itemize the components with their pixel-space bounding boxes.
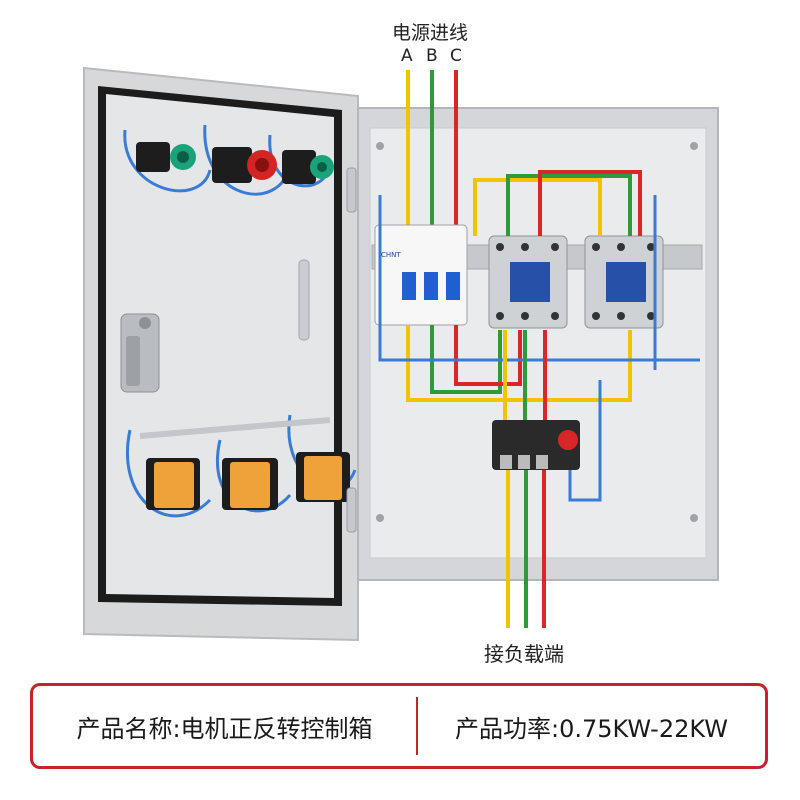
phase-b-label: B (426, 46, 438, 66)
phase-a-label: A (401, 46, 413, 66)
internal-wiring (378, 170, 700, 502)
overload-relay (492, 420, 580, 470)
power-inlet-label: 电源进线 (391, 22, 468, 44)
product-name: 产品名称:电机正反转控制箱 (76, 714, 373, 743)
product-power: 产品功率:0.75KW-22KW (455, 714, 728, 743)
contactor-forward (488, 235, 568, 329)
indicator-lamp-icon (123, 124, 334, 196)
incoming-wires (406, 70, 458, 228)
load-terminal-label: 接负载端 (484, 642, 564, 666)
push-button-icon (126, 414, 357, 518)
door-lock-icon (120, 313, 160, 393)
door-handle-rail (298, 259, 310, 341)
info-divider (416, 697, 418, 755)
contactor-reverse (584, 235, 664, 329)
breaker-brand: CHNT (381, 251, 401, 259)
circuit-breaker: CHNT (374, 224, 468, 326)
hinge-icon (346, 167, 357, 533)
product-info-box: 产品名称:电机正反转控制箱 产品功率:0.75KW-22KW (30, 683, 768, 769)
load-wires (506, 470, 546, 628)
phase-c-label: C (450, 46, 462, 66)
